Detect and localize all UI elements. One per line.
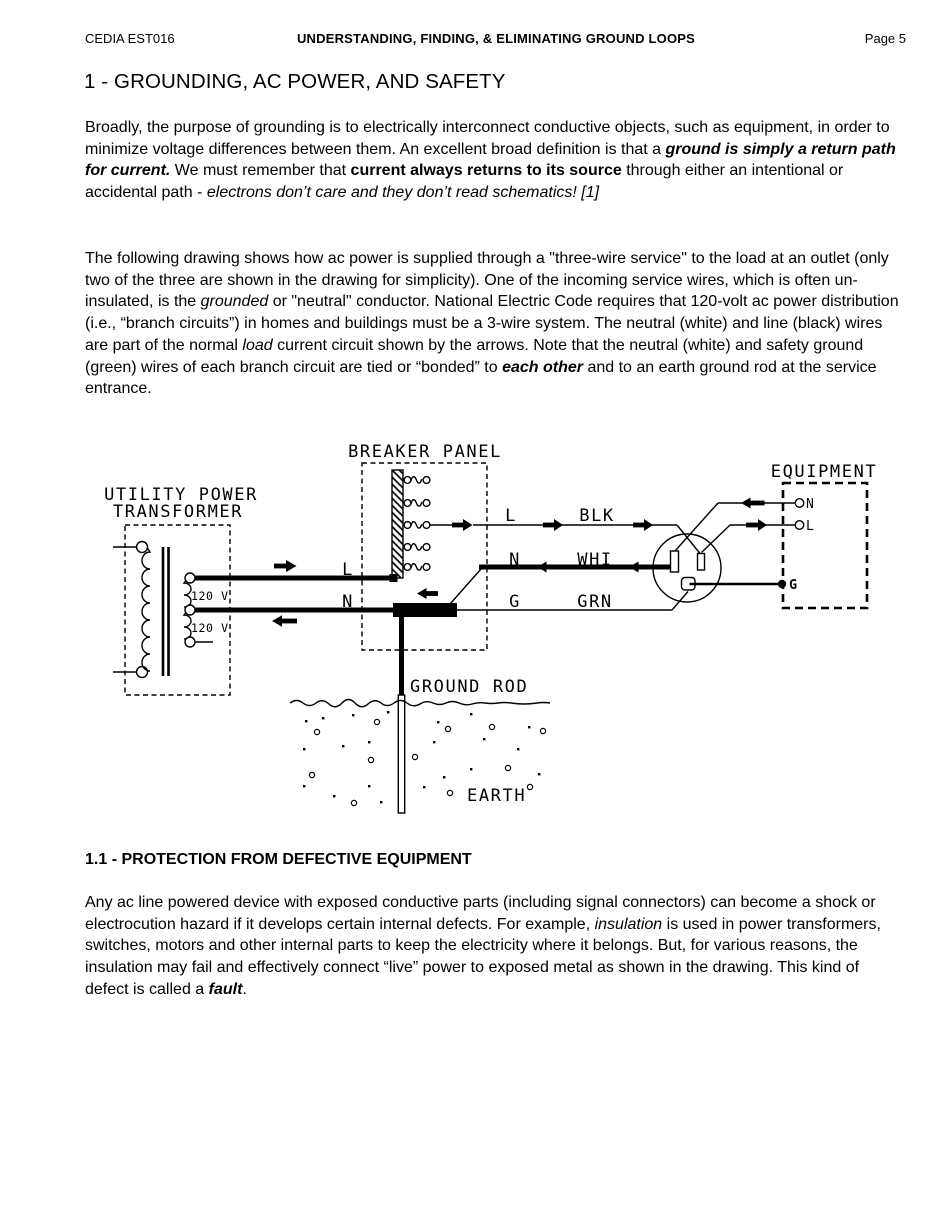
- ground-rod-earth: GROUND ROD: [289, 617, 551, 814]
- paragraph-grounding-definition: Broadly, the purpose of grounding is to …: [85, 119, 896, 202]
- outlet-hot-slot: [696, 552, 706, 571]
- breaker-panel: BREAKER PANEL: [348, 442, 502, 651]
- hot-bus-bar: [391, 469, 404, 579]
- utility-transformer: UTILITY POWER TRANSFORMER 120 V 120 V: [104, 485, 258, 696]
- paragraph-three-wire-service: The following drawing shows how ac power…: [85, 250, 899, 398]
- current-arrow-left-icon: [272, 615, 297, 627]
- primary-winding: [141, 547, 152, 672]
- current-arrow-left-icon: [537, 561, 560, 573]
- branch-line-label: L: [505, 506, 517, 526]
- circuit-breakers: [403, 475, 431, 572]
- secondary-tap-center: [184, 604, 196, 616]
- equipment-line-terminal: [794, 519, 805, 530]
- subsection-title: 1.1 - PROTECTION FROM DEFECTIVE EQUIPMEN…: [85, 851, 472, 868]
- voltage-label-upper: 120 V: [191, 589, 229, 603]
- outlet-symbol: [652, 502, 731, 603]
- header-title: UNDERSTANDING, FINDING, & ELIMINATING GR…: [296, 31, 696, 46]
- outlet-face: [652, 533, 722, 603]
- breaker-panel-boundary-box: [361, 462, 488, 651]
- equipment-ground-terminal: [777, 579, 787, 589]
- secondary-winding-lower: [182, 612, 192, 640]
- secondary-tap-bottom: [184, 636, 196, 648]
- service-line-label: L: [342, 560, 354, 580]
- ac-power-wiring-diagram: UTILITY POWER TRANSFORMER 120 V 120 V: [104, 442, 878, 814]
- current-arrow-left-icon: [417, 588, 438, 599]
- current-arrow-right-icon: [633, 519, 653, 531]
- equipment-neutral-terminal: [794, 498, 805, 509]
- service-neutral-label: N: [342, 592, 354, 612]
- equipment-ground-label: G: [789, 577, 798, 593]
- ground-rod: [397, 694, 406, 814]
- white-wire-label: WHI: [577, 550, 613, 570]
- branch-circuit-wires: L BLK N WHI G GRN: [429, 506, 701, 612]
- current-arrow-right-icon: [543, 519, 563, 531]
- equipment-label: EQUIPMENT: [771, 462, 878, 482]
- breaker-panel-label: BREAKER PANEL: [348, 442, 502, 462]
- green-wire-label: GRN: [577, 592, 613, 612]
- current-arrow-left-icon: [741, 497, 765, 509]
- equipment-box: EQUIPMENT N L G: [689, 462, 878, 610]
- outlet-neutral-slot: [669, 550, 680, 573]
- equipment-neutral-label: N: [806, 497, 814, 512]
- secondary-tap-hot: [184, 572, 196, 584]
- equipment-line-label: L: [806, 519, 814, 534]
- branch-ground-label: G: [509, 592, 521, 612]
- primary-terminal-top: [135, 540, 149, 554]
- header-doc-id: CEDIA EST016: [85, 31, 175, 46]
- secondary-winding-upper: [182, 580, 192, 608]
- utility-transformer-label-line2: TRANSFORMER: [113, 502, 243, 522]
- earth-surface-line: [289, 698, 551, 708]
- current-arrow-right-icon: [274, 560, 297, 572]
- soil-texture: [303, 711, 547, 807]
- earth-label: EARTH: [467, 786, 526, 806]
- current-arrow-right-icon: [746, 519, 767, 531]
- neutral-bus-bar: [393, 603, 457, 617]
- utility-transformer-label-line1: UTILITY POWER: [104, 485, 258, 505]
- current-arrow-left-icon: [629, 561, 652, 573]
- equipment-boundary-box: [781, 481, 869, 610]
- voltage-label-lower: 120 V: [191, 621, 229, 635]
- primary-terminal-bottom: [135, 665, 149, 679]
- paragraph-defective-equipment: Any ac line powered device with exposed …: [85, 894, 881, 998]
- current-arrow-right-icon: [452, 519, 473, 531]
- ground-rod-label: GROUND ROD: [410, 677, 528, 697]
- black-wire-label: BLK: [579, 506, 615, 526]
- branch-neutral-label: N: [509, 550, 521, 570]
- section-title: 1 - GROUNDING, AC POWER, AND SAFETY: [84, 70, 506, 93]
- header-page-number: Page 5: [864, 31, 906, 46]
- service-entrance-wires: L N: [195, 560, 420, 627]
